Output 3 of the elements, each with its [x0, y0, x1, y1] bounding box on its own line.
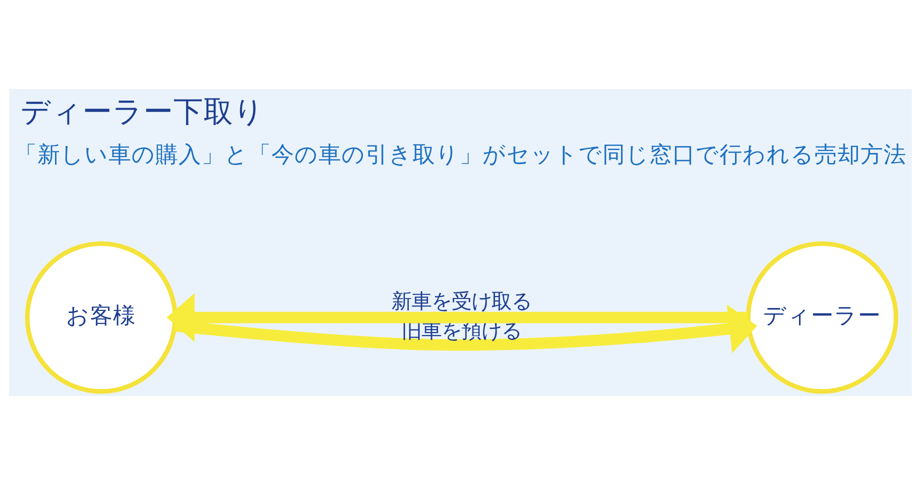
- label: 「新しい車の購入」と「今の車の引き取り」がセットで同じ窓口で行われる売却方法: [14, 141, 906, 168]
- diagram-title: ディーラー下取り: [20, 94, 265, 128]
- edge-label: 新車を受け取る: [392, 288, 532, 312]
